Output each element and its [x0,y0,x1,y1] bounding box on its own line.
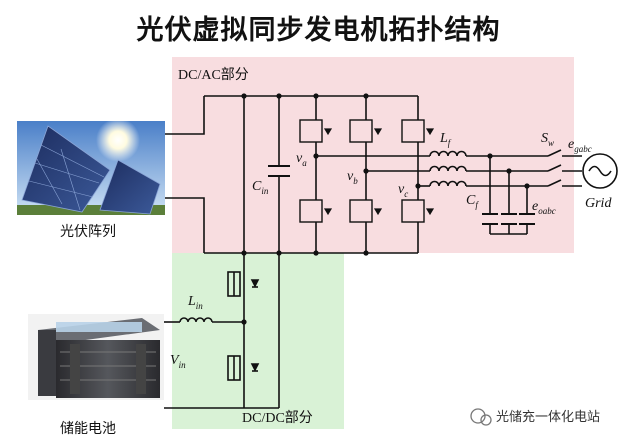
grid-label: Grid [585,196,612,211]
grid-source [582,153,618,189]
dc-bus-wires [164,95,418,409]
battery-image [28,314,164,400]
egabc-symbol: egabc [568,137,592,154]
cf-capacitors [482,213,535,225]
cin-symbol: Cin [252,179,269,196]
dcdc-switch-upper [227,271,260,297]
vin-symbol: Vin [170,353,186,370]
vb-symbol: vb [347,169,358,186]
watermark-text: 光储充一体化电站 [496,409,600,425]
dc-ac-region [172,57,574,253]
battery-caption: 储能电池 [60,421,116,437]
cin-capacitor [268,165,290,177]
vc-symbol: vc [398,182,408,199]
sw-switch [547,149,562,187]
lf-inductors [429,150,467,187]
sw-symbol: Sw [541,131,554,148]
dc-ac-label: DC/AC部分 [178,67,249,83]
page-title: 光伏虚拟同步发电机拓扑结构 [136,15,501,46]
cf-symbol: Cf [466,193,479,210]
junction-dots [241,93,530,325]
inverter-switches [299,119,425,223]
pv-array-caption: 光伏阵列 [60,224,116,240]
dc-dc-label: DC/DC部分 [242,410,313,426]
lin-symbol: Lin [187,294,203,311]
dcdc-switch-lower [227,355,260,381]
va-symbol: va [296,151,307,168]
pv-array-image [17,118,165,215]
lin-inductor [179,317,213,323]
eoabc-symbol: eoabc [532,199,556,216]
dc-dc-region [172,253,344,429]
watermark: 光储充一体化电站 [470,408,600,426]
inverter-diodes [323,128,435,216]
lf-symbol: Lf [439,131,452,148]
